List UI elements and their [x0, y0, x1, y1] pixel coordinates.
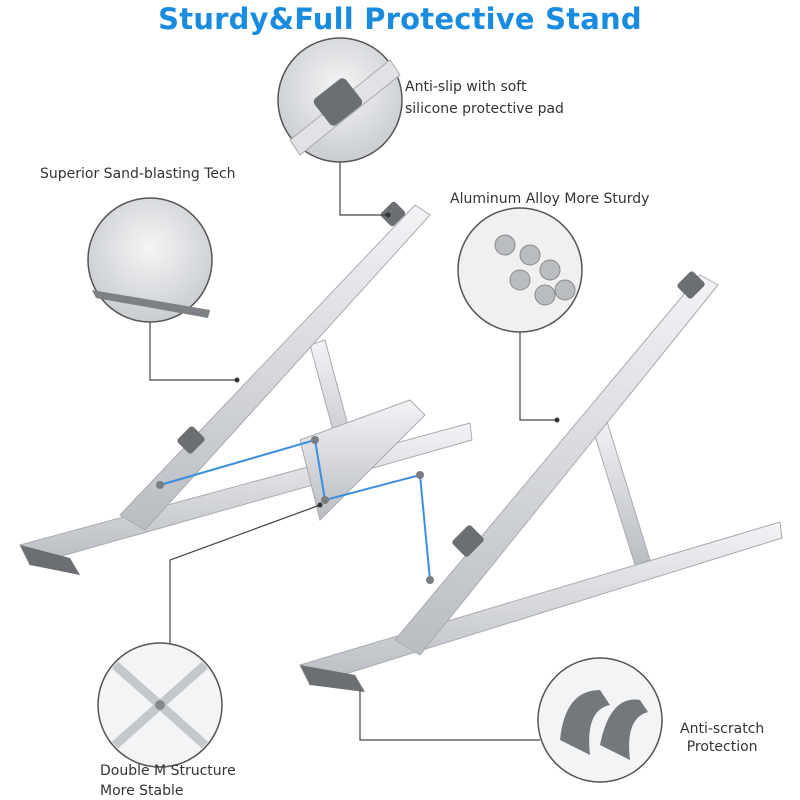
silicone-pad-closeup-circle	[277, 37, 403, 163]
callout-text: Anti-slip with soft	[405, 79, 527, 95]
silicone-pad	[380, 201, 406, 227]
double-m-callout: Double M Structure More Stable	[100, 761, 236, 800]
anti-slip-callout: Anti-slip with soft silicone protective …	[405, 76, 564, 120]
left-stand	[19, 201, 473, 575]
aluminum-rods-closeup-circle	[457, 207, 583, 333]
rubber-foot-closeup-circle	[537, 657, 663, 783]
callout-text: Protection	[686, 739, 758, 755]
silicone-pad	[177, 426, 205, 454]
callout-text: Anti-scratch	[680, 721, 765, 737]
aluminum-callout: Aluminum Alloy More Sturdy	[450, 191, 650, 207]
anti-scratch-callout: Anti-scratch Protection	[680, 720, 764, 756]
silicone-pad	[677, 271, 705, 299]
sand-blasting-callout: Superior Sand-blasting Tech	[40, 166, 236, 182]
double-m-hinge-closeup-circle	[97, 642, 223, 768]
page-title: Sturdy&Full Protective Stand	[158, 2, 642, 36]
callout-text: silicone protective pad	[405, 101, 564, 117]
sandblasted-surface-closeup-circle	[87, 197, 213, 323]
right-stand	[299, 271, 783, 692]
silicone-pad	[452, 525, 484, 557]
callout-text: Double M Structure	[100, 763, 236, 779]
callout-lines	[149, 162, 557, 741]
callout-text: More Stable	[100, 783, 184, 799]
